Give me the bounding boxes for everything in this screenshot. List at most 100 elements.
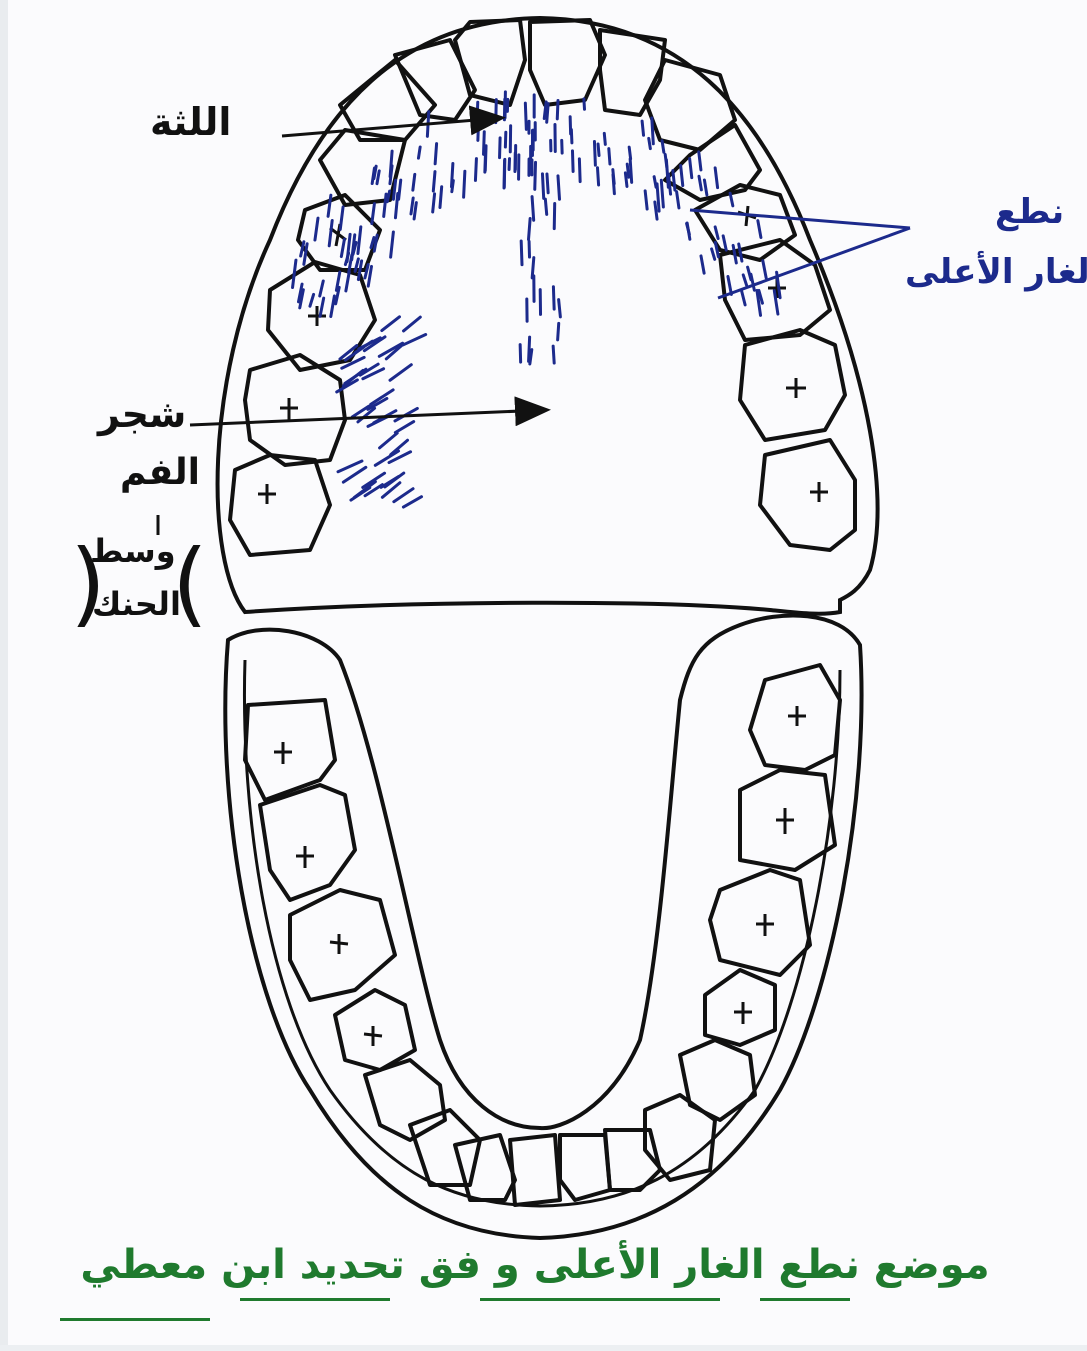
hatch-stroke [645, 191, 647, 209]
hatch-stroke [525, 103, 526, 129]
hatch-stroke [341, 239, 344, 256]
marker-upper-left-3 [280, 398, 298, 420]
hatch-stroke [315, 218, 318, 240]
hatch-stroke [380, 433, 398, 448]
label-cheek-line2: الفم [120, 452, 200, 493]
hatch-stroke [699, 176, 701, 190]
lower-incisor-1 [455, 1135, 515, 1200]
hatch-stroke [395, 422, 413, 433]
upper-molar-left-4 [230, 455, 330, 555]
hatch-stroke [701, 256, 704, 273]
hatch-stroke [547, 174, 548, 193]
hatch-stroke [557, 100, 558, 118]
hatch-stroke [343, 467, 365, 482]
lower-premolar-left-1 [335, 990, 415, 1070]
upper-premolar-right-1 [665, 125, 760, 200]
hatch-stroke [604, 133, 605, 144]
hatch-stroke [598, 144, 599, 156]
hatch-stroke [320, 298, 324, 316]
hatch-stroke [411, 198, 413, 214]
hatch-stroke [404, 317, 421, 331]
hatch-stroke [742, 291, 746, 305]
hatch-stroke [629, 147, 630, 159]
hatch-stroke [530, 350, 532, 364]
label-middle-palate-line1: وسط [90, 532, 176, 570]
hatch-stroke [559, 300, 561, 317]
hatch-stroke [391, 440, 408, 454]
hatch-stroke [413, 174, 415, 190]
hatch-stroke [572, 151, 573, 172]
hatch-stroke [662, 141, 664, 153]
label-upper-palate-line1: نطع [995, 192, 1064, 232]
label-middle-palate-line2: الحنك [92, 585, 181, 623]
hatch-stroke [739, 244, 742, 261]
hatch-stroke [704, 180, 706, 195]
hatch-stroke [652, 118, 654, 144]
hatch-stroke [435, 144, 436, 164]
upper-molar-right-4 [760, 440, 855, 550]
hatch-stroke [715, 168, 717, 188]
lower-incisor-2 [510, 1135, 560, 1205]
label-paren-close: ) [172, 530, 208, 637]
marker-lower-right-1 [788, 706, 806, 726]
hatch-stroke [391, 232, 394, 257]
lower-incisor-3 [560, 1135, 610, 1200]
label-upper-palate-line2: الغار الأعلى [905, 252, 1087, 292]
lower-premolar-right-1 [705, 970, 775, 1045]
hatch-stroke [464, 171, 465, 197]
marker-lower-left-2 [296, 846, 314, 868]
hatch-stroke [630, 159, 632, 182]
hatch-stroke [584, 99, 585, 109]
hatch-stroke [532, 197, 534, 221]
hatch-stroke [758, 221, 761, 238]
hatch-stroke [440, 187, 442, 208]
lower-molar-left-2 [260, 785, 355, 900]
hatch-stroke [399, 180, 401, 199]
marker-upper-left-2 [308, 306, 326, 326]
hatch-stroke [346, 272, 349, 291]
hatch-stroke [733, 245, 736, 263]
hatch-stroke [329, 220, 332, 245]
caption-underline-4 [60, 1318, 210, 1321]
hatch-stroke [340, 207, 343, 230]
marker-upper-right-4 [810, 482, 828, 502]
marker-lower-left-1 [274, 742, 292, 764]
hatch-stroke [328, 195, 331, 216]
hatch-stroke [484, 132, 485, 155]
palate-hatching [293, 92, 781, 507]
caption-underline-3 [240, 1298, 390, 1301]
upper-incisor-2 [530, 20, 605, 105]
hatch-stroke [597, 168, 598, 185]
hatch-stroke [748, 267, 751, 280]
hatch-stroke [715, 227, 718, 239]
hatch-stroke [535, 162, 536, 189]
hatch-stroke [433, 172, 435, 191]
marker-lower-left-4 [364, 1026, 382, 1046]
hatch-stroke [382, 317, 400, 331]
hatch-stroke [763, 261, 766, 278]
hatch-stroke [394, 489, 413, 502]
hatch-stroke [743, 275, 746, 286]
hatch-stroke [690, 159, 692, 178]
hatch-stroke [452, 164, 453, 187]
hatch-stroke [558, 323, 559, 339]
hatch-stroke [384, 194, 386, 216]
hatch-stroke [687, 223, 690, 239]
hatch-stroke [403, 335, 426, 345]
gum-arrow [282, 118, 500, 136]
hatch-stroke [677, 192, 679, 208]
hatch-stroke [418, 147, 420, 158]
upper-incisor-1 [455, 20, 525, 105]
marker-lower-right-4 [734, 1002, 752, 1024]
hatch-stroke [699, 152, 701, 170]
hatch-stroke [627, 164, 629, 177]
hatch-stroke [558, 176, 560, 199]
hatch-stroke [655, 202, 657, 219]
hatch-stroke [293, 260, 296, 287]
upper-molar-right-3 [740, 330, 845, 440]
hatch-stroke [547, 104, 548, 123]
hatch-stroke [504, 160, 505, 188]
hatch-stroke [553, 346, 554, 363]
upper-canine-right [645, 60, 735, 150]
